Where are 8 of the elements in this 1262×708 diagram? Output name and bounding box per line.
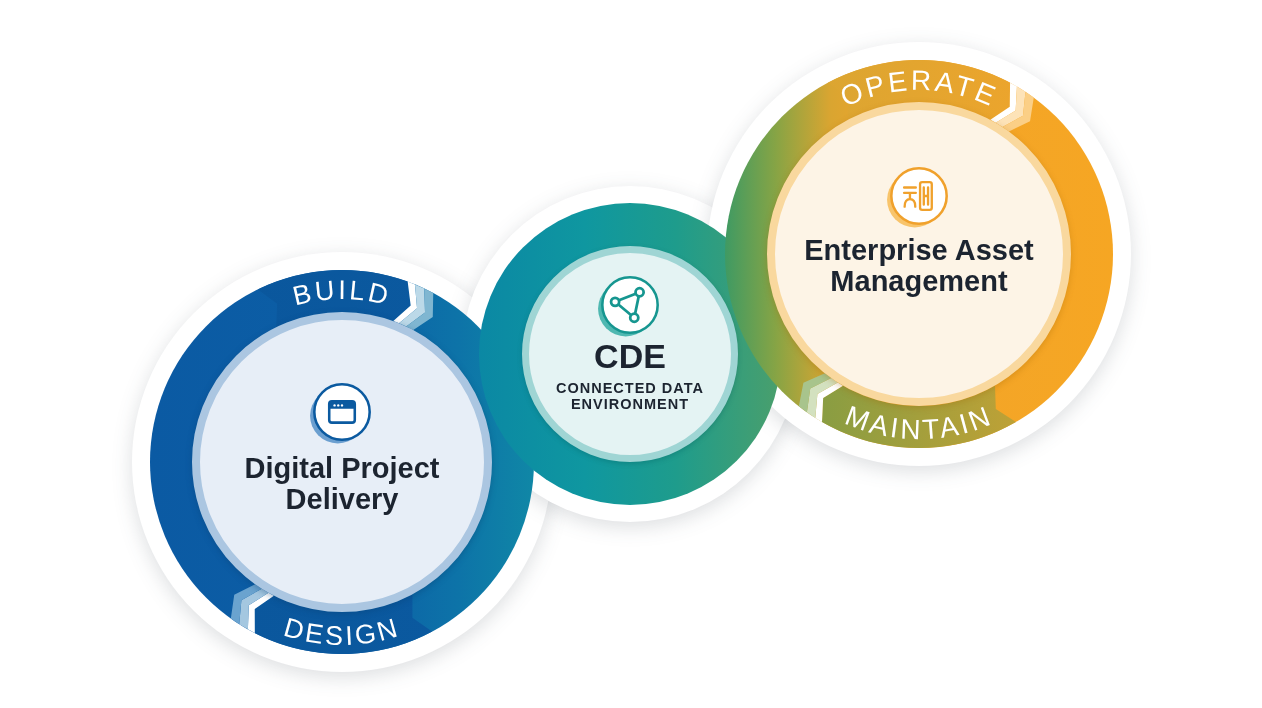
- ring-label: OPERATE: [835, 64, 1003, 113]
- ring-label: BUILD: [289, 274, 394, 312]
- ring-label: DESIGN: [280, 612, 404, 652]
- node-title: Digital Project Delivery: [243, 453, 441, 515]
- node-title: CDE: [593, 338, 667, 374]
- node-subtitle: CONNECTED DATA ENVIRONMENT: [555, 380, 705, 412]
- node-title: Enterprise Asset Management: [803, 235, 1035, 297]
- ring-label: MAINTAIN: [841, 399, 997, 446]
